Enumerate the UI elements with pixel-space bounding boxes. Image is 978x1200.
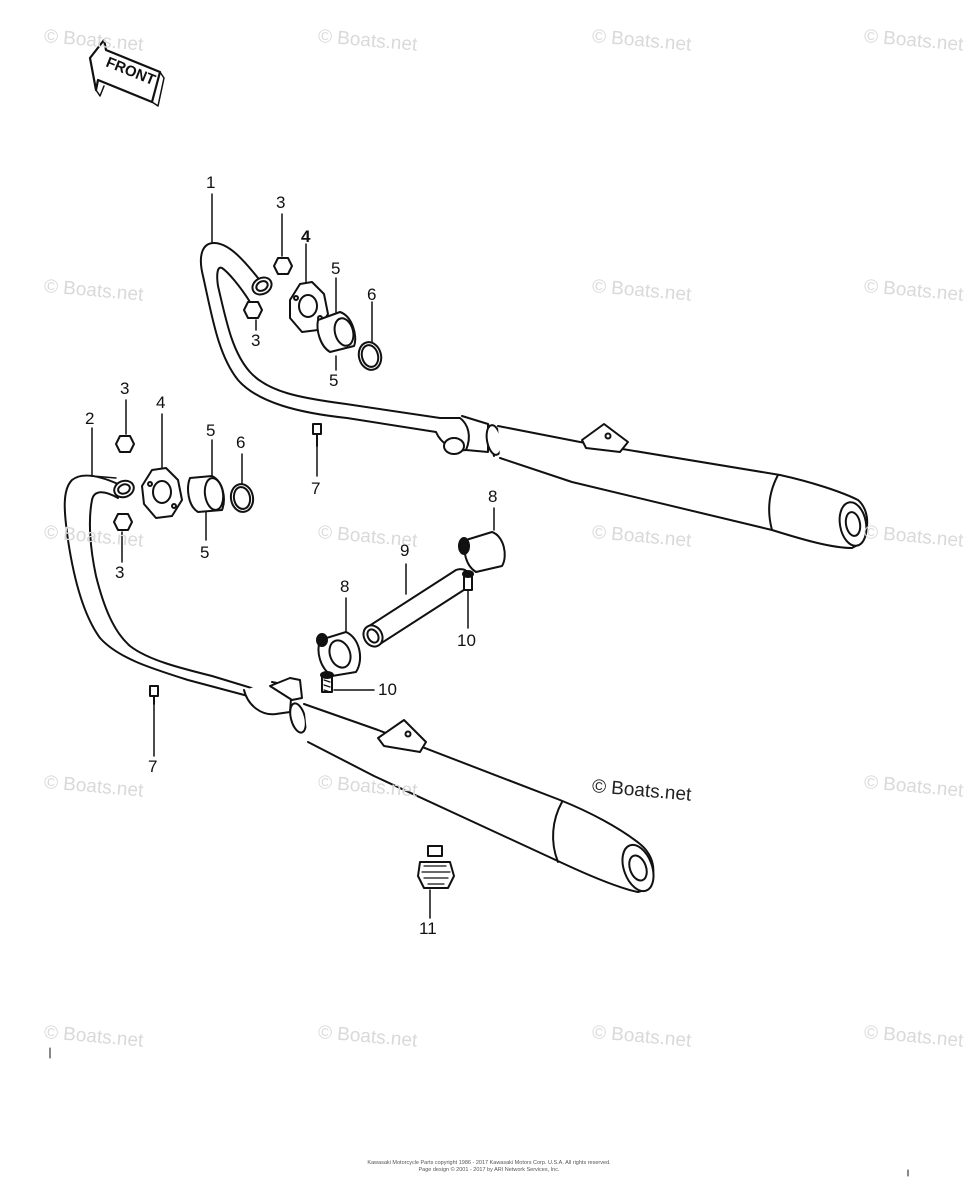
balance-pipe-group: [316, 531, 506, 693]
callout-5: 5: [331, 259, 341, 278]
callout-7: 7: [311, 479, 321, 498]
copyright-line-1: Kawasaki Motorcycle Parts copyright 1986…: [367, 1160, 611, 1166]
callout-1: 1: [206, 173, 216, 192]
callout-6: 6: [236, 433, 246, 452]
muffler-plug: [417, 845, 455, 889]
callout-7: 7: [148, 757, 158, 776]
upper-exhaust-pipe: [199, 242, 489, 455]
lower-fittings: [113, 435, 255, 705]
callout-8: 8: [340, 577, 350, 596]
callout-3: 3: [115, 563, 125, 582]
callout-3: 3: [251, 331, 261, 350]
callout-10: 10: [378, 680, 397, 699]
callout-5: 5: [206, 421, 216, 440]
callout-11: 11: [419, 919, 437, 938]
callout-2: 2: [85, 409, 95, 428]
lower-muffler: [289, 702, 655, 893]
front-arrow-icon: [88, 38, 165, 107]
leader-lines: [91, 193, 495, 919]
callout-3: 3: [120, 379, 130, 398]
callout-4: 4: [301, 227, 311, 246]
callout-10: 10: [457, 631, 476, 650]
callout-4: 4: [156, 393, 166, 412]
callout-5: 5: [329, 371, 339, 390]
copyright-line-2: Page design © 2001 - 2017 by ARI Network…: [418, 1167, 560, 1173]
callout-3: 3: [276, 193, 286, 212]
scan-specks: [49, 1047, 909, 1177]
callout-8: 8: [488, 487, 498, 506]
lower-exhaust-pipe: [63, 474, 303, 716]
upper-muffler: [485, 423, 869, 549]
callout-6: 6: [367, 285, 377, 304]
callout-5: 5: [200, 543, 210, 562]
callout-9: 9: [400, 541, 410, 560]
upper-fittings: [243, 257, 383, 447]
